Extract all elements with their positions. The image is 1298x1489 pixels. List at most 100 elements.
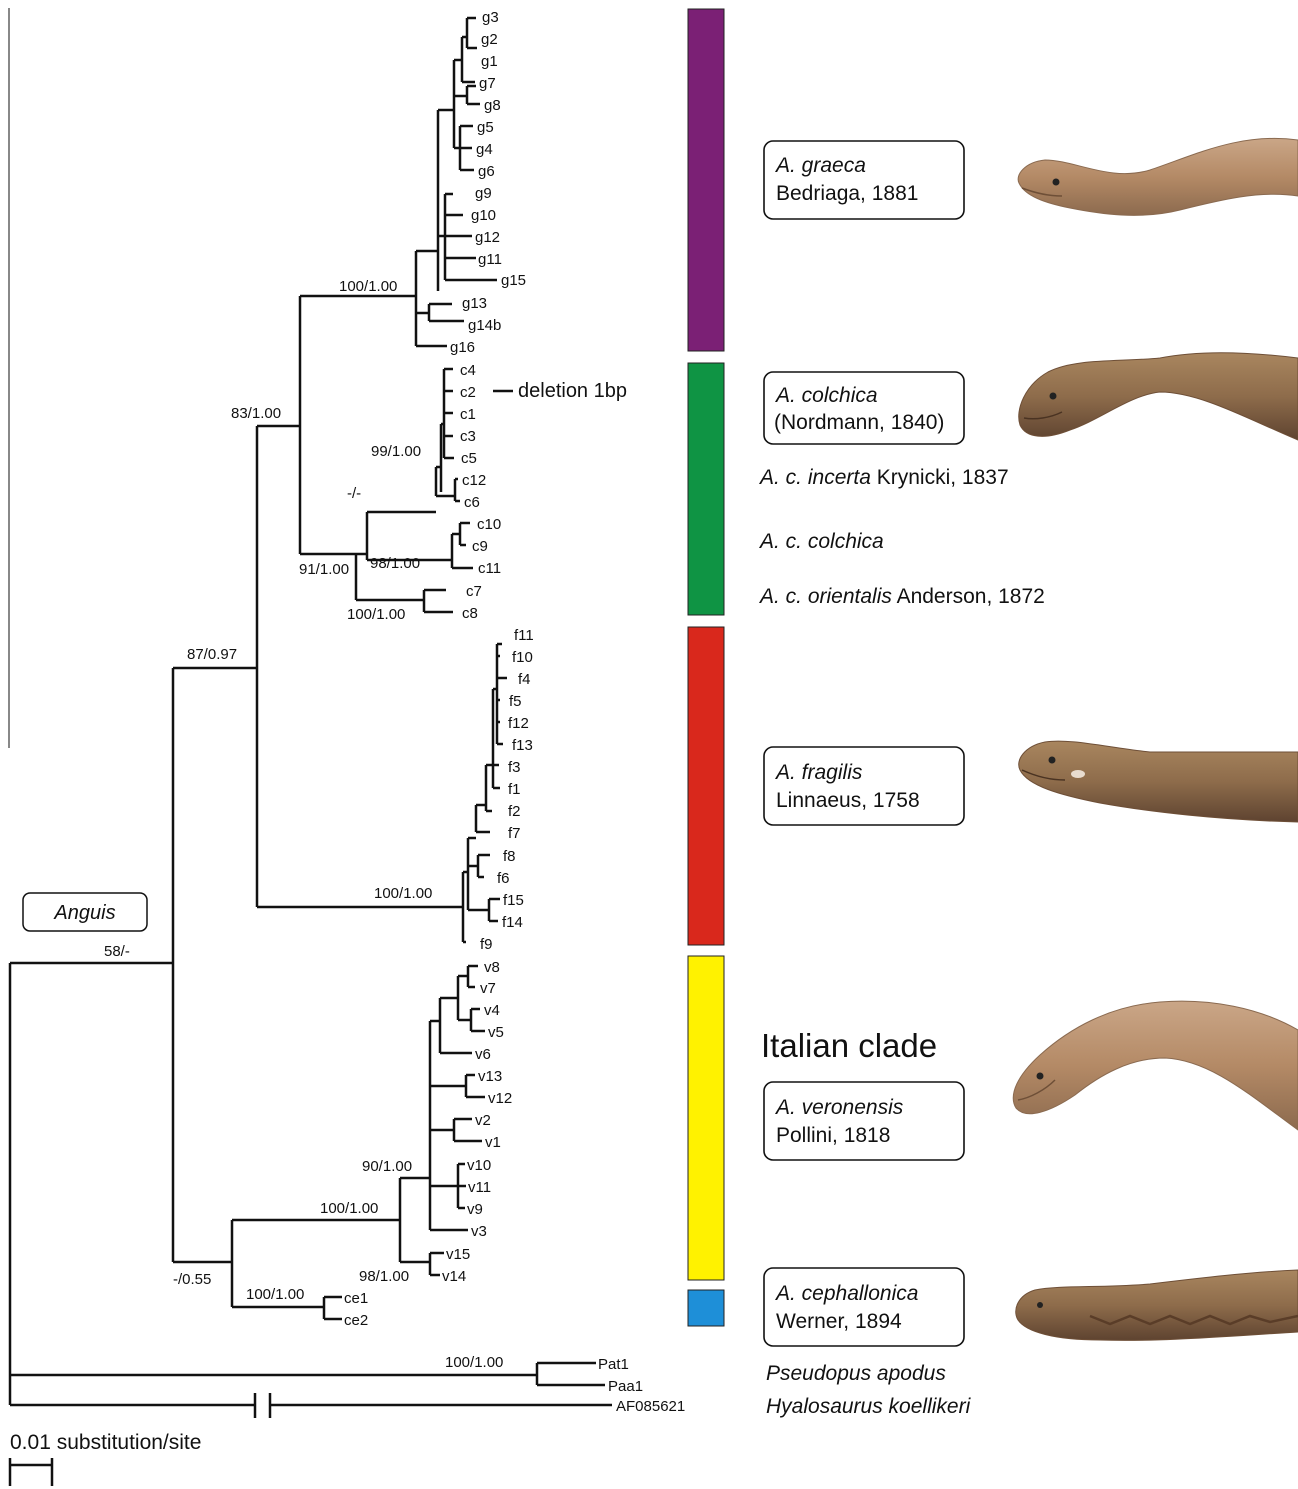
- taxon-author: Pollini, 1818: [776, 1124, 890, 1147]
- support-value: -/0.55: [173, 1271, 211, 1288]
- leaf-label: c4: [460, 362, 476, 379]
- taxon-name: A. veronensis: [774, 1096, 904, 1119]
- leaf-label: v6: [475, 1046, 491, 1063]
- leaf-label: c6: [464, 494, 480, 511]
- leaf-label: v7: [480, 980, 496, 997]
- leaf-label: g8: [484, 97, 501, 114]
- leaf-label: f12: [508, 715, 529, 732]
- leaf-label: g7: [479, 75, 496, 92]
- leaf-label: Paa1: [608, 1378, 643, 1395]
- leaf-label: g14b: [468, 317, 501, 334]
- support-value: 98/1.00: [359, 1268, 409, 1285]
- leaf-label: c5: [461, 450, 477, 467]
- subspecies-author: Krynicki, 1837: [871, 466, 1009, 489]
- leaf-label: c2: [460, 384, 476, 401]
- leaf-labels: g3 g2 g1 g7 g8 g5 g4 g6 g9 g10 g12 g11 g…: [344, 9, 685, 1415]
- leaf-label: f4: [518, 671, 531, 688]
- lizard-head-cephallonica-icon: [1016, 1270, 1298, 1340]
- leaf-label: f5: [509, 693, 522, 710]
- leaf-label: g3: [482, 9, 499, 26]
- clade-bar-colchica: [688, 363, 724, 615]
- leaf-label: v10: [467, 1157, 491, 1174]
- taxon-box-graeca: A. graeca Bedriaga, 1881: [764, 141, 964, 219]
- leaf-label: g11: [478, 251, 502, 268]
- scale-bar-label: 0.01 substitution/site: [10, 1431, 201, 1454]
- leaf-label: f13: [512, 737, 533, 754]
- leaf-label: f6: [497, 870, 510, 887]
- subspecies-name: A. c. colchica: [758, 530, 884, 553]
- leaf-label: f3: [508, 759, 521, 776]
- leaf-label: c7: [466, 583, 482, 600]
- leaf-label: g9: [475, 185, 492, 202]
- support-value: 58/-: [104, 943, 130, 960]
- support-value: 100/1.00: [246, 1286, 304, 1303]
- leaf-label: v12: [488, 1090, 512, 1107]
- leaf-label: v13: [478, 1068, 502, 1085]
- lizard-head-fragilis-icon: [1019, 741, 1298, 822]
- leaf-label: f9: [480, 936, 493, 953]
- support-value: 100/1.00: [339, 278, 397, 295]
- clade-bar-graeca: [688, 9, 724, 351]
- lizard-head-graeca-icon: [1018, 138, 1298, 215]
- leaf-label: g12: [475, 229, 500, 246]
- leaf-label: c1: [460, 406, 476, 423]
- lizard-head-veronensis-icon: [1013, 1001, 1298, 1130]
- leaf-label: f7: [508, 825, 521, 842]
- leaf-label: f1: [508, 781, 521, 798]
- leaf-label: c11: [478, 560, 501, 577]
- subspecies-colchica: A. c. colchica: [758, 530, 884, 553]
- support-value: 100/1.00: [445, 1354, 503, 1371]
- outgroup-pseudopus: Pseudopus apodus: [766, 1362, 946, 1385]
- taxon-name: A. fragilis: [774, 761, 863, 784]
- leaf-label: ce2: [344, 1312, 368, 1329]
- leaf-label: v2: [475, 1112, 491, 1129]
- leaf-label: AF085621: [616, 1398, 685, 1415]
- clade-bar-cephallonica: [688, 1290, 724, 1326]
- taxon-box-cephallonica: A. cephallonica Werner, 1894: [764, 1268, 964, 1346]
- taxon-author: (Nordmann, 1840): [774, 411, 944, 434]
- support-value: 100/1.00: [374, 885, 432, 902]
- leaf-label: c8: [462, 605, 478, 622]
- leaf-label: Pat1: [598, 1356, 629, 1373]
- taxon-author: Werner, 1894: [776, 1310, 902, 1333]
- leaf-label: g13: [462, 295, 487, 312]
- leaf-label: c3: [460, 428, 476, 445]
- leaf-label: c12: [462, 472, 486, 489]
- leaf-label: v14: [442, 1268, 466, 1285]
- leaf-label: v1: [485, 1134, 501, 1151]
- leaf-label: v9: [467, 1201, 483, 1218]
- leaf-label: g10: [471, 207, 496, 224]
- leaf-label: g2: [481, 31, 498, 48]
- genus-box: Anguis: [23, 893, 147, 931]
- lizard-head-colchica-icon: [1019, 353, 1298, 440]
- clade-bar-veronensis: [688, 956, 724, 1280]
- subspecies-name: A. c. orientalis: [758, 585, 892, 608]
- outgroup-hyalosaurus: Hyalosaurus koellikeri: [766, 1395, 972, 1418]
- deletion-note: deletion 1bp: [518, 380, 627, 402]
- support-value: 100/1.00: [320, 1200, 378, 1217]
- subspecies-author: Anderson, 1872: [892, 585, 1045, 608]
- leaf-label: f8: [503, 848, 516, 865]
- leaf-label: f10: [512, 649, 533, 666]
- leaf-label: v8: [484, 959, 500, 976]
- support-value: 87/0.97: [187, 646, 237, 663]
- support-value: 100/1.00: [347, 606, 405, 623]
- support-value: 91/1.00: [299, 561, 349, 578]
- taxon-name: A. cephallonica: [774, 1282, 918, 1305]
- leaf-label: v15: [446, 1246, 470, 1263]
- leaf-label: g1: [481, 53, 498, 70]
- taxon-box-fragilis: A. fragilis Linnaeus, 1758: [764, 747, 964, 825]
- leaf-label: g6: [478, 163, 495, 180]
- subspecies-name: A. c. incerta: [758, 466, 871, 489]
- leaf-label: v5: [488, 1024, 504, 1041]
- subspecies-incerta: A. c. incerta Krynicki, 1837: [758, 466, 1009, 489]
- leaf-label: v3: [471, 1223, 487, 1240]
- italian-clade-label: Italian clade: [761, 1027, 937, 1064]
- leaf-label: ce1: [344, 1290, 368, 1307]
- taxon-box-veronensis: A. veronensis Pollini, 1818: [764, 1082, 964, 1160]
- leaf-label: v11: [468, 1179, 491, 1196]
- taxon-author: Linnaeus, 1758: [776, 789, 920, 812]
- leaf-label: f2: [508, 803, 521, 820]
- support-value: -/-: [347, 485, 361, 502]
